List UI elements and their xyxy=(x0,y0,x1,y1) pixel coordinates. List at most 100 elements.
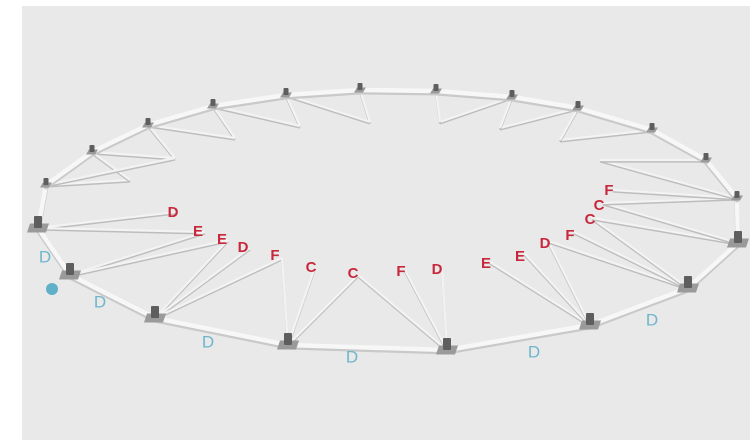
strut-label: C xyxy=(348,265,359,282)
strut xyxy=(69,230,206,277)
strut xyxy=(154,247,251,319)
strut xyxy=(37,210,177,230)
strut-shadow xyxy=(69,240,229,278)
strut xyxy=(573,231,689,289)
node-bracket xyxy=(433,84,439,91)
rim-label: D xyxy=(528,342,540,361)
ring-segment xyxy=(587,285,691,328)
strut-shadow xyxy=(439,97,513,125)
strut-shadow xyxy=(599,160,738,201)
ring-segment xyxy=(283,87,363,98)
strut-shadow xyxy=(559,130,653,143)
strut-shadow xyxy=(154,258,283,321)
strut-shadow xyxy=(489,262,591,328)
strut-label: E xyxy=(515,248,525,265)
strut xyxy=(440,267,449,351)
strut xyxy=(434,90,442,123)
ring-segment xyxy=(35,225,73,278)
strut xyxy=(559,128,653,142)
strut-shadow xyxy=(612,190,738,201)
ring-segment xyxy=(433,88,515,100)
rim-label: D xyxy=(94,292,106,311)
node-bracket xyxy=(151,306,159,318)
strut xyxy=(602,201,739,245)
strut xyxy=(147,124,176,159)
strut xyxy=(212,105,236,139)
strut-shadow xyxy=(91,152,131,183)
strut-shadow xyxy=(573,232,689,291)
strut-label: F xyxy=(396,263,405,280)
node-bracket xyxy=(89,145,95,152)
strut xyxy=(91,151,131,181)
strut-label: F xyxy=(565,227,574,244)
nodes-layer xyxy=(27,83,749,355)
node-bracket xyxy=(703,153,709,160)
strut-shadow xyxy=(591,218,739,246)
node-bracket xyxy=(509,90,515,97)
strut xyxy=(154,257,283,319)
node-bracket xyxy=(443,338,451,350)
node-bracket xyxy=(575,101,581,108)
node-bracket xyxy=(210,99,216,106)
strut-label: E xyxy=(217,231,227,248)
node-bracket xyxy=(284,333,292,345)
strut-label: F xyxy=(270,247,279,264)
strut xyxy=(37,226,206,234)
strut-shadow xyxy=(212,106,301,129)
strut-shadow xyxy=(357,275,448,353)
strut xyxy=(499,106,579,130)
strut xyxy=(285,93,371,124)
ring-segment xyxy=(145,103,216,128)
strut xyxy=(286,266,317,346)
strut xyxy=(284,94,302,127)
strut-shadow xyxy=(285,95,371,125)
node-bracket xyxy=(66,263,74,275)
strut xyxy=(591,216,739,245)
strut xyxy=(498,96,514,129)
node-bracket xyxy=(649,123,655,130)
node-bracket xyxy=(283,88,289,95)
strut-shadow xyxy=(154,248,251,321)
node-bracket xyxy=(357,83,363,90)
ring-segment xyxy=(67,272,158,321)
strut-shadow xyxy=(499,108,579,131)
strut xyxy=(287,274,359,346)
strut xyxy=(45,156,176,187)
strut-label: C xyxy=(306,259,317,276)
strut xyxy=(489,261,591,326)
strut xyxy=(154,239,229,319)
strut xyxy=(69,238,229,277)
ring-segment xyxy=(703,157,740,201)
strut xyxy=(212,104,301,128)
strut xyxy=(439,95,513,124)
strut-shadow xyxy=(602,198,738,206)
strut xyxy=(547,240,591,326)
strut-label: D xyxy=(168,204,179,221)
strut xyxy=(547,239,689,290)
ring-segment xyxy=(509,94,581,111)
ring-segment xyxy=(210,92,289,109)
ring-segment xyxy=(575,105,655,133)
strut-shadow xyxy=(45,180,131,188)
rim-label: D xyxy=(646,310,658,329)
rim-label: D xyxy=(346,347,358,366)
node-bracket xyxy=(734,191,740,198)
ring-segment xyxy=(152,315,291,348)
strut xyxy=(91,150,176,160)
rim-label: D xyxy=(39,247,51,266)
strut-shadow xyxy=(147,125,236,141)
strut xyxy=(147,123,236,140)
ring-segment xyxy=(685,240,741,291)
strut-shadow xyxy=(591,218,689,291)
node-bracket xyxy=(684,276,692,288)
strut-label: E xyxy=(481,255,491,272)
marker-dot xyxy=(46,283,58,295)
node-bracket xyxy=(734,231,742,243)
strut xyxy=(523,252,591,326)
ring-segment xyxy=(43,149,95,188)
ring-segment xyxy=(285,342,450,353)
ring-segment xyxy=(444,322,593,353)
